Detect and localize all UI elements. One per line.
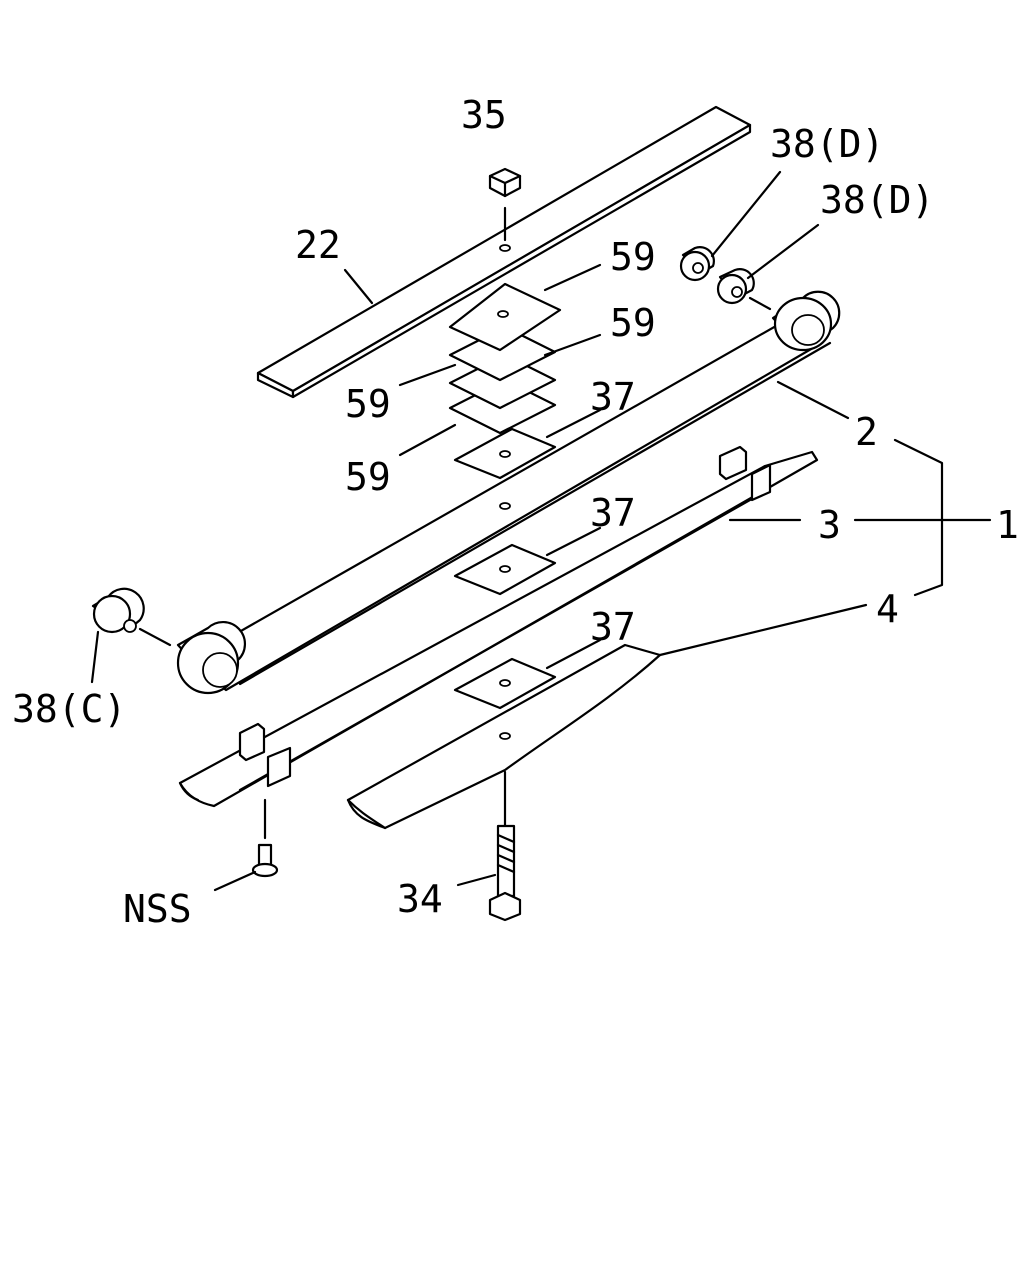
- label-59-third: 59: [345, 382, 391, 426]
- callout-labels: 35 22 38(D) 38(D) 59 59 59 59 37 37 37 2…: [12, 93, 1019, 931]
- label-37-middle: 37: [590, 491, 636, 535]
- label-22: 22: [295, 223, 341, 267]
- label-4: 4: [876, 587, 899, 631]
- bushing-38c: [91, 587, 172, 647]
- leaf-4: [346, 643, 662, 830]
- label-37-top: 37: [590, 375, 636, 419]
- label-37-bottom: 37: [590, 605, 636, 649]
- spacer-plates-59: [448, 282, 562, 435]
- label-38d-upper: 38(D): [770, 122, 884, 166]
- label-nss: NSS: [123, 887, 192, 931]
- leaf-3: [178, 445, 819, 840]
- bolt-34: [488, 824, 522, 922]
- main-leaf-2: [176, 290, 841, 695]
- pads-37: [453, 427, 557, 710]
- label-59-second: 59: [610, 301, 656, 345]
- nut-35: [488, 167, 522, 242]
- label-38c: 38(C): [12, 687, 126, 731]
- label-2: 2: [855, 410, 878, 454]
- label-59-bottom: 59: [345, 455, 391, 499]
- label-34: 34: [397, 877, 443, 921]
- label-35: 35: [461, 93, 507, 137]
- bushing-38d-a: [679, 246, 715, 282]
- label-38d-lower: 38(D): [820, 178, 934, 222]
- label-1: 1: [996, 503, 1019, 547]
- leaf-22: [256, 105, 752, 399]
- bushing-38d-b: [716, 268, 772, 311]
- label-3: 3: [818, 503, 841, 547]
- label-59-top: 59: [610, 235, 656, 279]
- leader-lines: [90, 170, 992, 892]
- bolt-nss: [251, 843, 279, 878]
